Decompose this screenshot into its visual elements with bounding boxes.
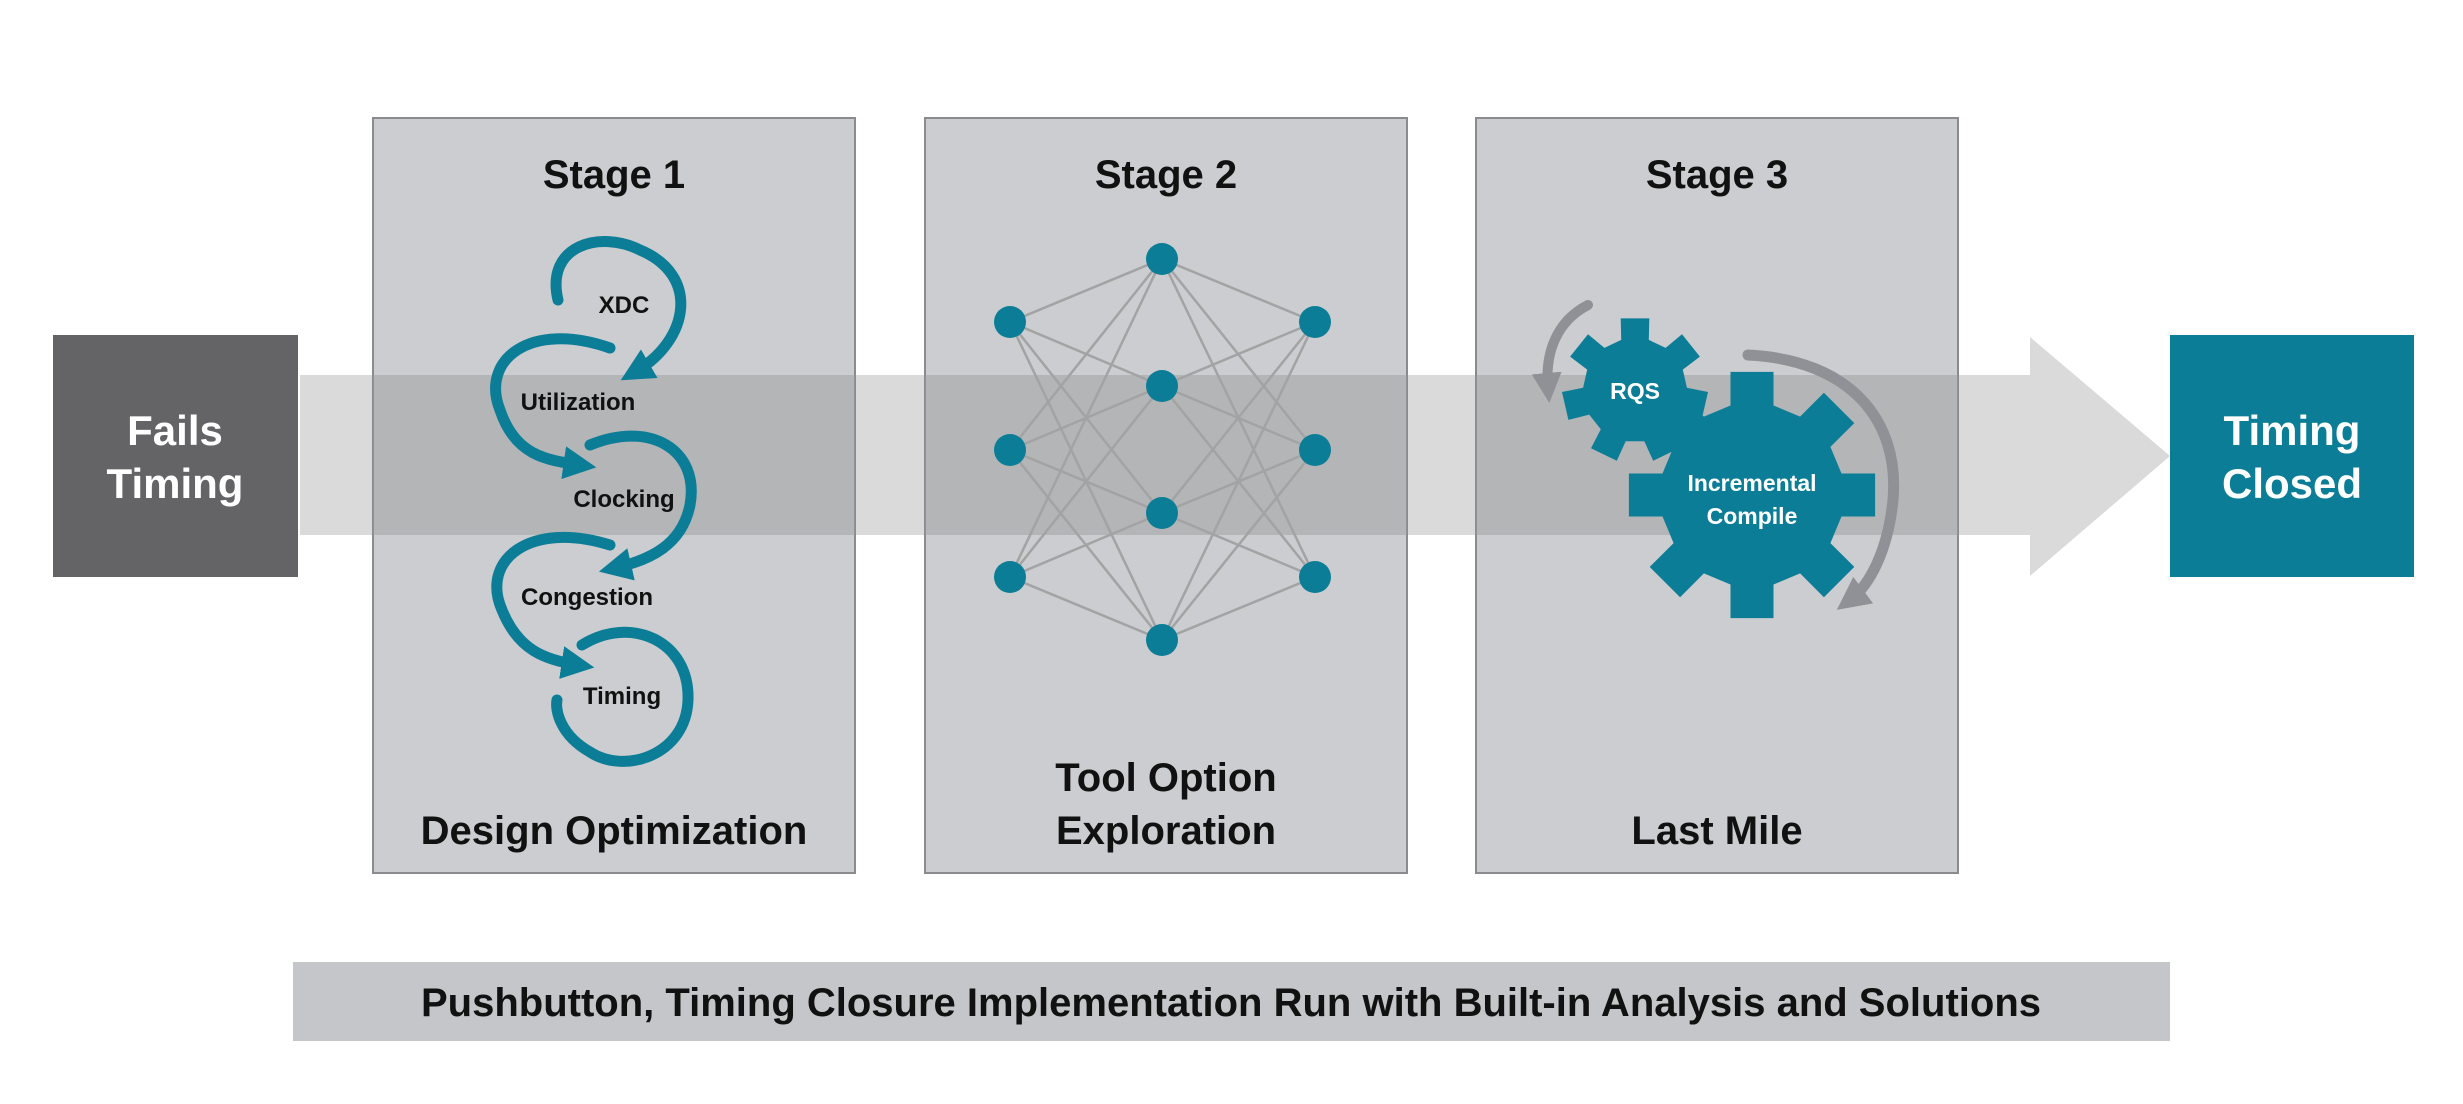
stage-2-title: Stage 2 [1095,153,1237,197]
incremental-compile-label-line2: Compile [1707,503,1798,529]
network-edge-l2-m2 [1009,511,1163,579]
loop-arrow-timing [551,626,694,767]
clockwise-arrow-icon [1742,349,1900,610]
loop-step-timing: Timing [583,683,661,710]
network-node-hidden-1 [1146,370,1178,402]
incremental-compile-label-line1: Incremental [1687,470,1816,496]
loop-step-clocking: Clocking [573,486,674,513]
neural-network-icon [994,243,1331,656]
network-edge-m1-r0 [1161,320,1316,388]
network-edge-m3-r0 [1160,321,1317,641]
network-edge-m2-r0 [1161,321,1316,514]
loop-step-utilization: Utilization [521,389,636,416]
network-node-input-1 [994,434,1026,466]
arrow-band-overlay-1 [373,375,855,535]
loop-arrow-utilization [490,333,616,480]
large-gear-icon [1628,371,1876,619]
small-gear-icon [1562,318,1708,461]
loop-step-xdc: XDC [599,292,650,319]
network-node-output-1 [1299,434,1331,466]
network-node-output-2 [1299,561,1331,593]
fails-timing-label-line2: Timing [107,460,244,507]
footer-bar: Pushbutton, Timing Closure Implementatio… [293,962,2170,1041]
network-edge-m0-r0 [1161,257,1316,324]
network-edge-l0-m0 [1009,257,1163,324]
timing-closed-label-line1: Timing [2224,407,2361,454]
loop-arrow-xdc [550,236,687,381]
design-optimization-loop-icon [490,236,697,767]
network-edge-l2-m3 [1009,575,1163,642]
loop-step-congestion: Congestion [521,584,653,611]
loop-labels: XDC Utilization Clocking Congestion Timi… [521,292,675,710]
network-node-hidden-0 [1146,243,1178,275]
network-node-input-0 [994,306,1026,338]
timing-closed-label-line2: Closed [2222,460,2362,507]
timing-closed-box: Timing Closed [2170,335,2414,577]
network-edge-l2-m0 [1008,258,1164,578]
footer-text: Pushbutton, Timing Closure Implementatio… [421,981,2041,1025]
stage-2-caption-line1: Tool Option [1055,756,1276,800]
network-edge-m3-r1 [1161,449,1316,641]
fails-timing-label-line1: Fails [127,407,223,454]
stage-panel-1 [372,117,856,874]
network-node-input-2 [994,561,1026,593]
counter-clockwise-arrow-icon [1531,300,1593,403]
stage-3-title: Stage 3 [1646,153,1788,197]
rqs-label: RQS [1610,378,1660,404]
stage-3-caption-line2: Last Mile [1631,809,1802,853]
stage-2-caption-line2: Exploration [1056,809,1276,853]
stage-1-title: Stage 1 [543,153,685,197]
network-edge-l2-m1 [1009,385,1163,578]
network-edge-l1-m0 [1009,258,1163,451]
network-node-hidden-2 [1146,497,1178,529]
last-mile-gears-icon: RQS Incremental Compile [1531,300,1900,619]
network-node-hidden-3 [1146,624,1178,656]
fails-timing-box: Fails Timing [53,335,298,577]
network-edge-m3-r2 [1161,575,1316,642]
loop-arrow-congestion [491,531,616,679]
network-node-output-0 [1299,306,1331,338]
loop-arrow-clocking [584,430,697,581]
stage-1-caption-line2: Design Optimization [421,809,808,853]
